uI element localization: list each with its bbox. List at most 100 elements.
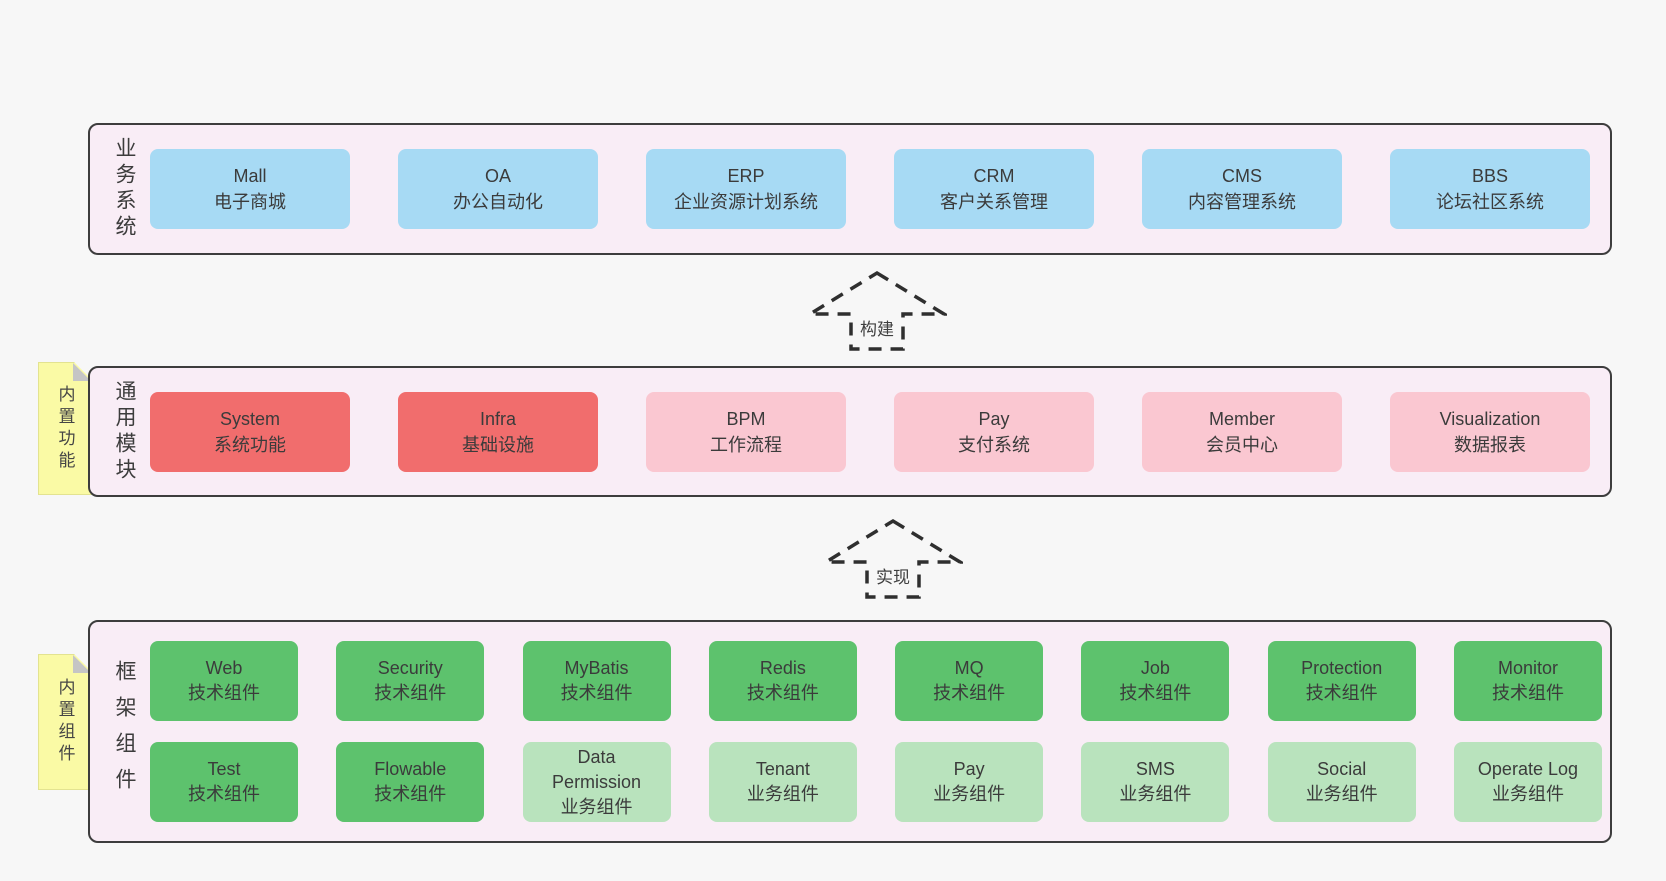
box-title: Web <box>205 658 243 678</box>
box-bpm: BPM 工作流程 <box>646 391 846 472</box>
arrow-build-label: 构建 <box>857 315 897 340</box>
box-subtitle: 技术组件 <box>746 683 819 703</box>
box-subtitle: 业务组件 <box>933 784 1006 804</box>
box-subtitle: 技术组件 <box>374 683 447 703</box>
box-test: Test 技术组件 <box>150 742 298 822</box>
box-subtitle: 技术组件 <box>188 683 260 703</box>
box-tenant: Tenant 业务组件 <box>708 742 857 822</box>
box-title: System <box>219 408 280 429</box>
box-subtitle: 业务组件 <box>1119 784 1192 804</box>
box-subtitle: 技术组件 <box>188 784 260 804</box>
box-system: System 系统功能 <box>150 391 350 472</box>
arrow-implement-label: 实现 <box>873 563 913 588</box>
box-title: Flowable <box>374 759 447 779</box>
box-title: BPM <box>726 408 766 429</box>
box-title: MyBatis <box>564 658 629 678</box>
sticky-note-built-in-components: 内置组件 <box>38 654 92 790</box>
box-pay: Pay 支付系统 <box>894 391 1094 472</box>
box-social: Social 业务组件 <box>1267 742 1416 822</box>
box-erp: ERP 企业资源计划系统 <box>646 149 846 229</box>
box-visualization: Visualization 数据报表 <box>1390 391 1590 472</box>
box-subtitle: 电子商城 <box>214 192 286 212</box>
box-title: CRM <box>973 166 1015 186</box>
sticky-note-built-in-features: 内置功能 <box>38 362 92 495</box>
box-title: BBS <box>1471 166 1509 186</box>
box-data-permission: Data Permission 业务组件 <box>522 742 671 822</box>
panel-label-framework: 框架组件 <box>113 659 136 804</box>
box-redis: Redis 技术组件 <box>708 641 857 721</box>
box-subtitle: 技术组件 <box>560 683 633 703</box>
box-subtitle: 技术组件 <box>1491 683 1564 703</box>
box-job: Job 技术组件 <box>1081 641 1230 721</box>
box-subtitle: 内容管理系统 <box>1188 192 1296 212</box>
box-subtitle: 论坛社区系统 <box>1436 192 1544 212</box>
box-subtitle: 业务组件 <box>560 796 633 817</box>
box-subtitle: 办公自动化 <box>453 192 543 212</box>
box-subtitle: 基础设施 <box>462 434 534 455</box>
box-subtitle: 技术组件 <box>1305 683 1378 703</box>
box-crm: CRM 客户关系管理 <box>894 149 1094 229</box>
box-title: ERP <box>727 166 765 186</box>
box-sms: SMS 业务组件 <box>1081 742 1230 822</box>
box-subtitle: 支付系统 <box>958 434 1030 455</box>
dashed-up-arrow-shape <box>807 270 947 351</box>
panel-common-modules: 通用模块 System 系统功能 Infra 基础设施 BPM 工作流程 Pay… <box>88 366 1612 497</box>
business-boxes-row: Mall 电子商城 OA 办公自动化 ERP 企业资源计划系统 CRM 客户关系… <box>144 149 1610 229</box>
box-operate-log: Operate Log 业务组件 <box>1453 742 1602 822</box>
box-title: Visualization <box>1439 408 1541 429</box>
box-subtitle: 工作流程 <box>710 434 782 455</box>
box-subtitle: 客户关系管理 <box>940 192 1048 212</box>
box-title: Mall <box>233 166 267 186</box>
box-mybatis: MyBatis 技术组件 <box>522 641 671 721</box>
box-title: Tenant <box>755 759 810 779</box>
panel-business-systems: 业务系统 Mall 电子商城 OA 办公自动化 ERP 企业资源计划系统 CRM… <box>88 123 1612 255</box>
box-title: Infra <box>479 408 517 429</box>
sticky-modules-label: 内置功能 <box>55 384 75 473</box>
box-title: Operate Log <box>1477 759 1578 779</box>
framework-boxes-row-2: Test 技术组件 Flowable 技术组件 Data Permission … <box>144 742 1610 822</box>
panel-label-modules: 通用模块 <box>113 379 136 484</box>
box-title: Test <box>207 759 241 779</box>
box-title: Redis <box>759 658 806 678</box>
box-title: Pay <box>953 759 985 779</box>
box-subtitle: 会员中心 <box>1206 434 1278 455</box>
box-subtitle: 系统功能 <box>214 434 286 455</box>
box-pay: Pay 业务组件 <box>895 742 1044 822</box>
dashed-up-arrow-shape <box>823 518 963 599</box>
box-title: Member <box>1208 408 1275 429</box>
box-subtitle: 企业资源计划系统 <box>674 192 818 212</box>
box-title: SMS <box>1135 759 1175 779</box>
box-flowable: Flowable 技术组件 <box>336 742 485 822</box>
box-title: Social <box>1317 759 1367 779</box>
modules-boxes-area: System 系统功能 Infra 基础设施 BPM 工作流程 Pay 支付系统… <box>144 391 1610 472</box>
box-title: Job <box>1140 658 1170 678</box>
box-title: CMS <box>1222 166 1262 186</box>
box-monitor: Monitor 技术组件 <box>1453 641 1602 721</box>
arrow-implement: 实现 <box>823 518 963 600</box>
box-security: Security 技术组件 <box>336 641 485 721</box>
business-boxes-area: Mall 电子商城 OA 办公自动化 ERP 企业资源计划系统 CRM 客户关系… <box>144 149 1610 229</box>
box-subtitle: 业务组件 <box>1305 784 1378 804</box>
box-subtitle: 技术组件 <box>933 683 1006 703</box>
box-title: OA <box>484 166 511 186</box>
box-cms: CMS 内容管理系统 <box>1142 149 1342 229</box>
box-title: Pay <box>978 408 1010 429</box>
box-member: Member 会员中心 <box>1142 391 1342 472</box>
framework-boxes-area: Web 技术组件 Security 技术组件 MyBatis 技术组件 Redi… <box>144 641 1610 822</box>
box-title: Monitor <box>1497 658 1558 678</box>
arrow-build: 构建 <box>807 270 947 352</box>
box-subtitle: 技术组件 <box>374 784 447 804</box>
box-title: Data Permission <box>552 746 642 792</box>
box-title: Security <box>377 658 443 678</box>
box-oa: OA 办公自动化 <box>398 149 598 229</box>
framework-boxes-row-1: Web 技术组件 Security 技术组件 MyBatis 技术组件 Redi… <box>144 641 1610 721</box>
box-mq: MQ 技术组件 <box>895 641 1044 721</box>
sticky-framework-label: 内置组件 <box>55 678 75 766</box>
box-subtitle: 业务组件 <box>746 784 819 804</box>
box-mall: Mall 电子商城 <box>150 149 350 229</box>
box-subtitle: 业务组件 <box>1491 784 1564 804</box>
modules-boxes-row: System 系统功能 Infra 基础设施 BPM 工作流程 Pay 支付系统… <box>144 391 1610 472</box>
box-title: Protection <box>1301 658 1383 678</box>
box-web: Web 技术组件 <box>150 641 298 721</box>
